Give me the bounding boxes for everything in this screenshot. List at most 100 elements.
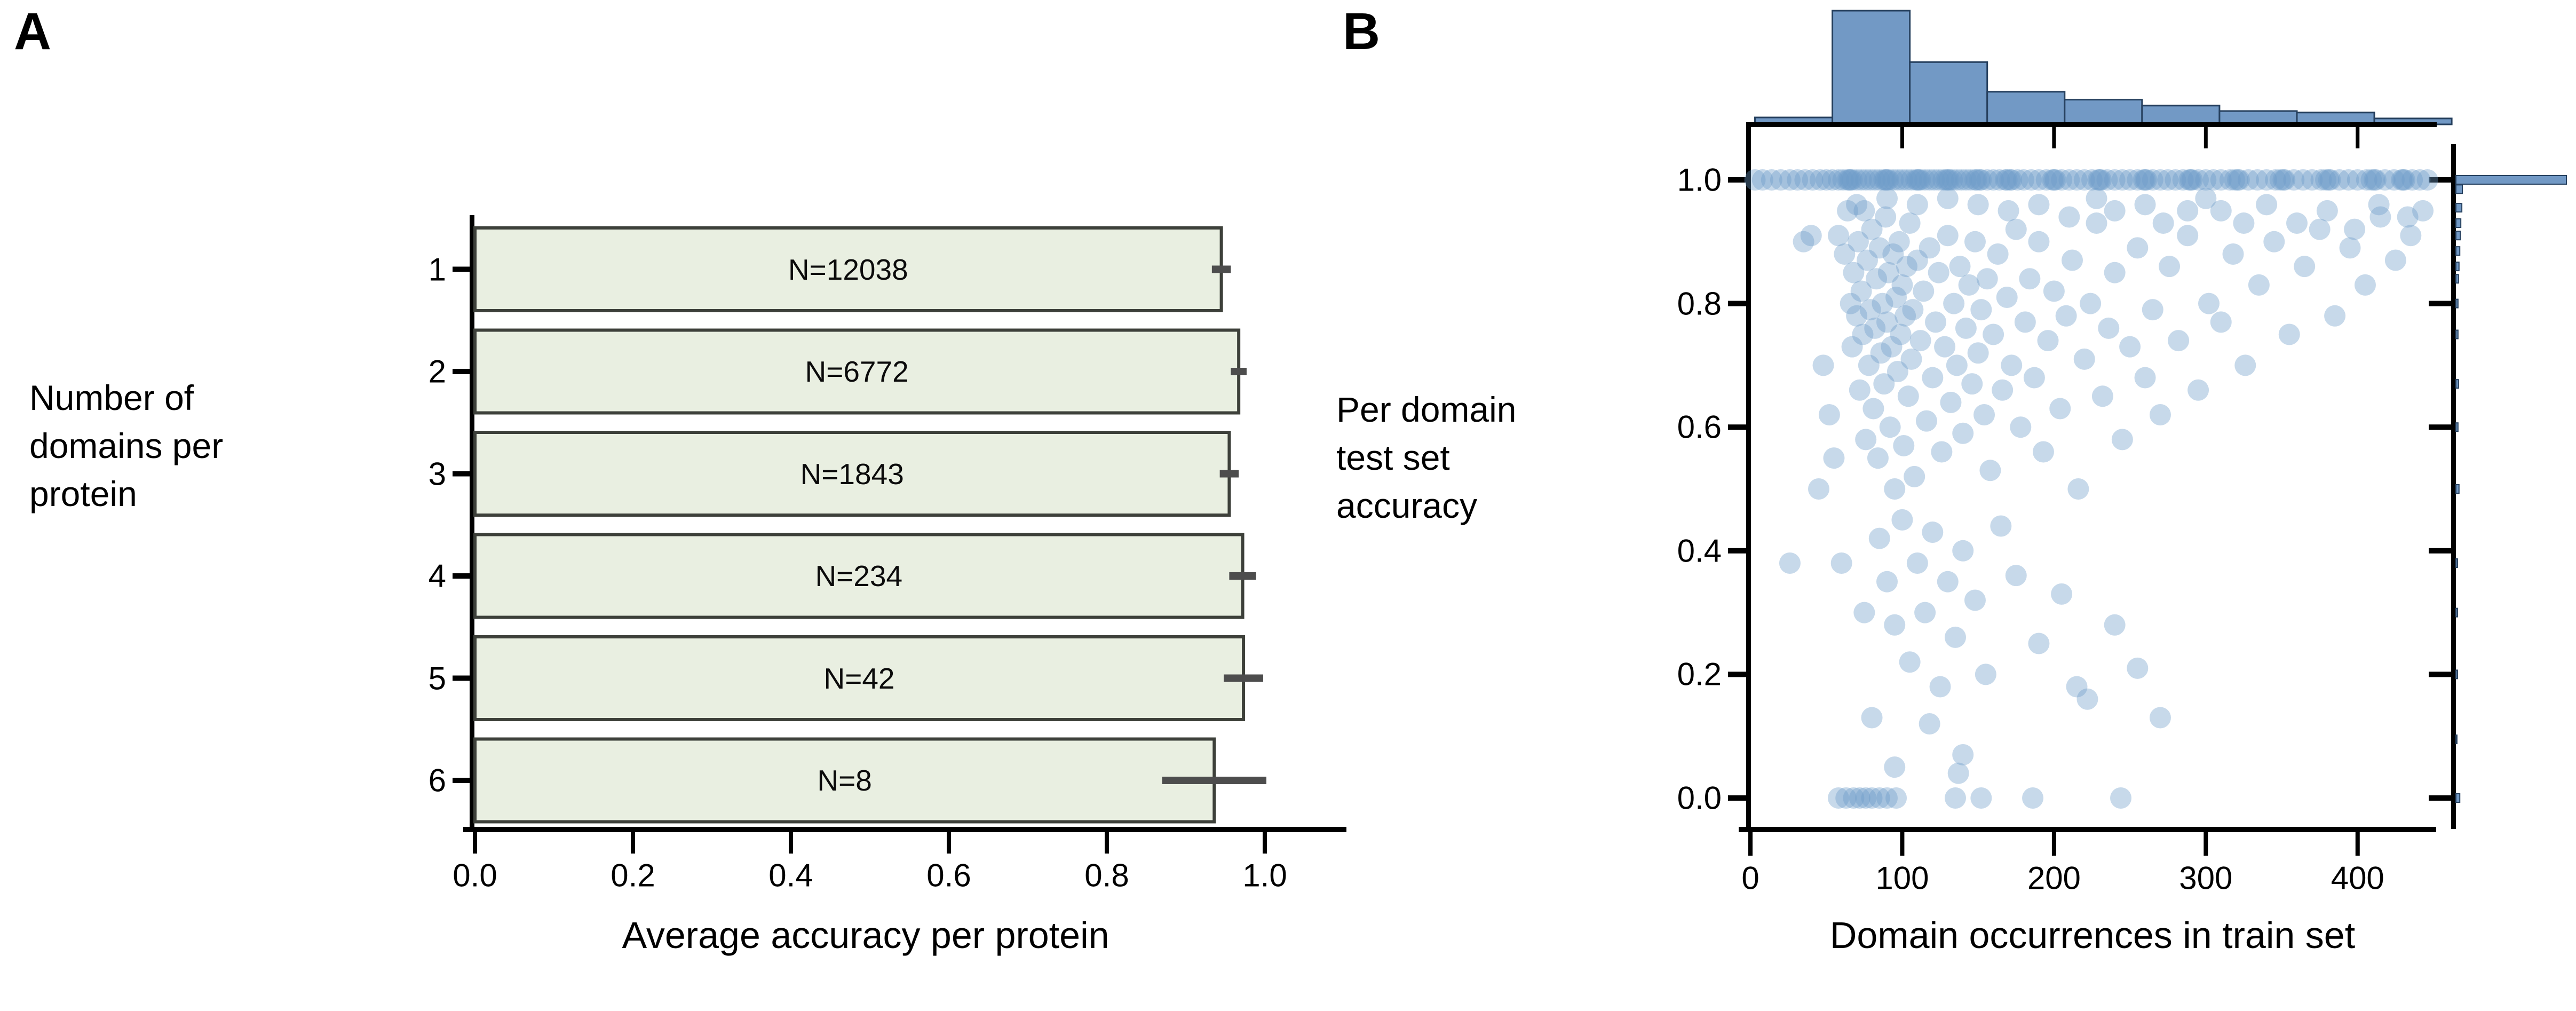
- scatter-point: [2042, 169, 2064, 191]
- scatter-point: [1913, 280, 1935, 302]
- scatter-point: [1861, 707, 1883, 729]
- scatter-point: [1928, 262, 1949, 283]
- scatter-point: [2228, 169, 2250, 191]
- scatter-point: [1967, 194, 1989, 216]
- scatter-point: [2272, 169, 2294, 191]
- scatter-point: [1891, 274, 1913, 296]
- scatter-point: [2037, 330, 2059, 352]
- scatter-point: [1812, 354, 1834, 376]
- scatter-point: [1794, 169, 1816, 191]
- scatter-point: [1979, 460, 2001, 481]
- panel-b-x-axis-title: Domain occurrences in train set: [1829, 914, 2356, 956]
- scatter-point: [1969, 169, 1991, 191]
- scatter-point: [1919, 169, 1940, 191]
- panel-b-letter: B: [1343, 2, 1381, 60]
- panel-a-letter: A: [14, 2, 52, 60]
- scatter-point: [2134, 367, 2156, 389]
- panel-b-right-hist-bar: [2455, 175, 2567, 185]
- panel-b-right-axis-tick-mark: [2429, 301, 2451, 306]
- panel-b-top-hist-bar: [1832, 10, 1911, 125]
- panel-b-y-title-line2: test set: [1336, 438, 1450, 477]
- scatter-point: [2089, 169, 2111, 191]
- scatter-point: [1941, 169, 1963, 191]
- panel-a-y-title-line2: domains per: [29, 426, 224, 465]
- panel-b-top-hist-bar: [1909, 61, 1988, 125]
- scatter-point: [2177, 225, 2199, 247]
- scatter-point: [1849, 787, 1870, 809]
- panel-b-right-hist-bar: [2455, 262, 2460, 272]
- scatter-point: [1744, 169, 1766, 191]
- scatter-point: [1751, 169, 1773, 191]
- scatter-point: [1944, 626, 1966, 648]
- scatter-point: [1955, 317, 1977, 339]
- scatter-point: [2412, 200, 2434, 222]
- scatter-point: [2310, 169, 2332, 191]
- scatter-point: [2119, 336, 2141, 358]
- panel-b-right-hist-bar: [2455, 379, 2459, 389]
- panel-b-x-tick-label: 400: [2331, 860, 2384, 896]
- scatter-point: [1992, 379, 2014, 401]
- panel-a-y-tick-mark: [453, 573, 471, 579]
- scatter-point: [2416, 169, 2438, 191]
- scatter-point: [2073, 169, 2095, 191]
- scatter-point: [1983, 169, 2004, 191]
- panel-a-x-tick-label: 1.0: [1242, 857, 1287, 894]
- panel-b-right-hist-bar: [2455, 484, 2460, 494]
- scatter-point: [2292, 169, 2314, 191]
- panel-b-y-tick-label: 0.6: [1677, 409, 1722, 445]
- scatter-point: [1816, 169, 1837, 191]
- panel-a-y-tick-mark: [453, 471, 471, 477]
- scatter-point: [1855, 429, 1877, 451]
- scatter-point: [1876, 787, 1898, 809]
- panel-b-x-tick-mark: [2204, 832, 2208, 856]
- scatter-point: [1906, 194, 1928, 216]
- panel-b-x-tick-mark: [2051, 832, 2056, 856]
- scatter-point: [1873, 373, 1895, 395]
- panel-b-right-axis-tick-mark: [2429, 548, 2451, 554]
- scatter-point: [2044, 169, 2066, 191]
- scatter-point: [1859, 169, 1881, 191]
- scatter-point: [1832, 169, 1854, 191]
- scatter-point: [1870, 342, 1892, 364]
- panel-b-right-axis-tick-mark: [2429, 177, 2451, 183]
- scatter-point: [2210, 200, 2232, 222]
- scatter-point: [1965, 169, 1987, 191]
- scatter-point: [2119, 169, 2141, 191]
- scatter-point: [2202, 169, 2224, 191]
- scatter-point: [1994, 169, 2016, 191]
- scatter-point: [2134, 169, 2156, 191]
- scatter-point: [2224, 169, 2246, 191]
- scatter-point: [2172, 169, 2194, 191]
- scatter-point: [2301, 169, 2323, 191]
- scatter-point: [1935, 169, 1957, 191]
- scatter-point: [1999, 169, 2021, 191]
- panel-b-top-hist-bar: [1986, 91, 2066, 125]
- scatter-point: [2086, 187, 2107, 209]
- scatter-point: [1904, 465, 1925, 487]
- scatter-point: [1864, 169, 1886, 191]
- scatter-point: [1885, 787, 1907, 809]
- scatter-point: [1922, 367, 1944, 389]
- scatter-point: [1970, 169, 1992, 191]
- scatter-point: [1947, 762, 1969, 784]
- panel-a-x-tick-label: 0.2: [611, 857, 655, 894]
- panel-b-right-hist-bar: [2455, 329, 2459, 339]
- scatter-point: [2028, 194, 2050, 216]
- scatter-point: [1891, 169, 1913, 191]
- scatter-point: [1943, 293, 1965, 314]
- panel-a-bar-count-label: N=12038: [788, 252, 908, 286]
- scatter-point: [1840, 293, 1861, 314]
- scatter-point: [2134, 194, 2156, 216]
- scatter-point: [2104, 262, 2126, 283]
- scatter-point: [1857, 249, 1879, 271]
- scatter-point: [1970, 299, 1992, 321]
- scatter-point: [1847, 231, 1869, 252]
- panel-b-right-hist-bar: [2455, 669, 2458, 680]
- scatter-point: [2001, 169, 2023, 191]
- panel-b-x-tick-label: 100: [1875, 860, 1929, 896]
- scatter-point: [1890, 323, 1912, 345]
- scatter-point: [2142, 169, 2163, 191]
- panel-b-x-tick-mark: [1748, 832, 1753, 856]
- panel-a-bar-count-label: N=234: [815, 559, 903, 593]
